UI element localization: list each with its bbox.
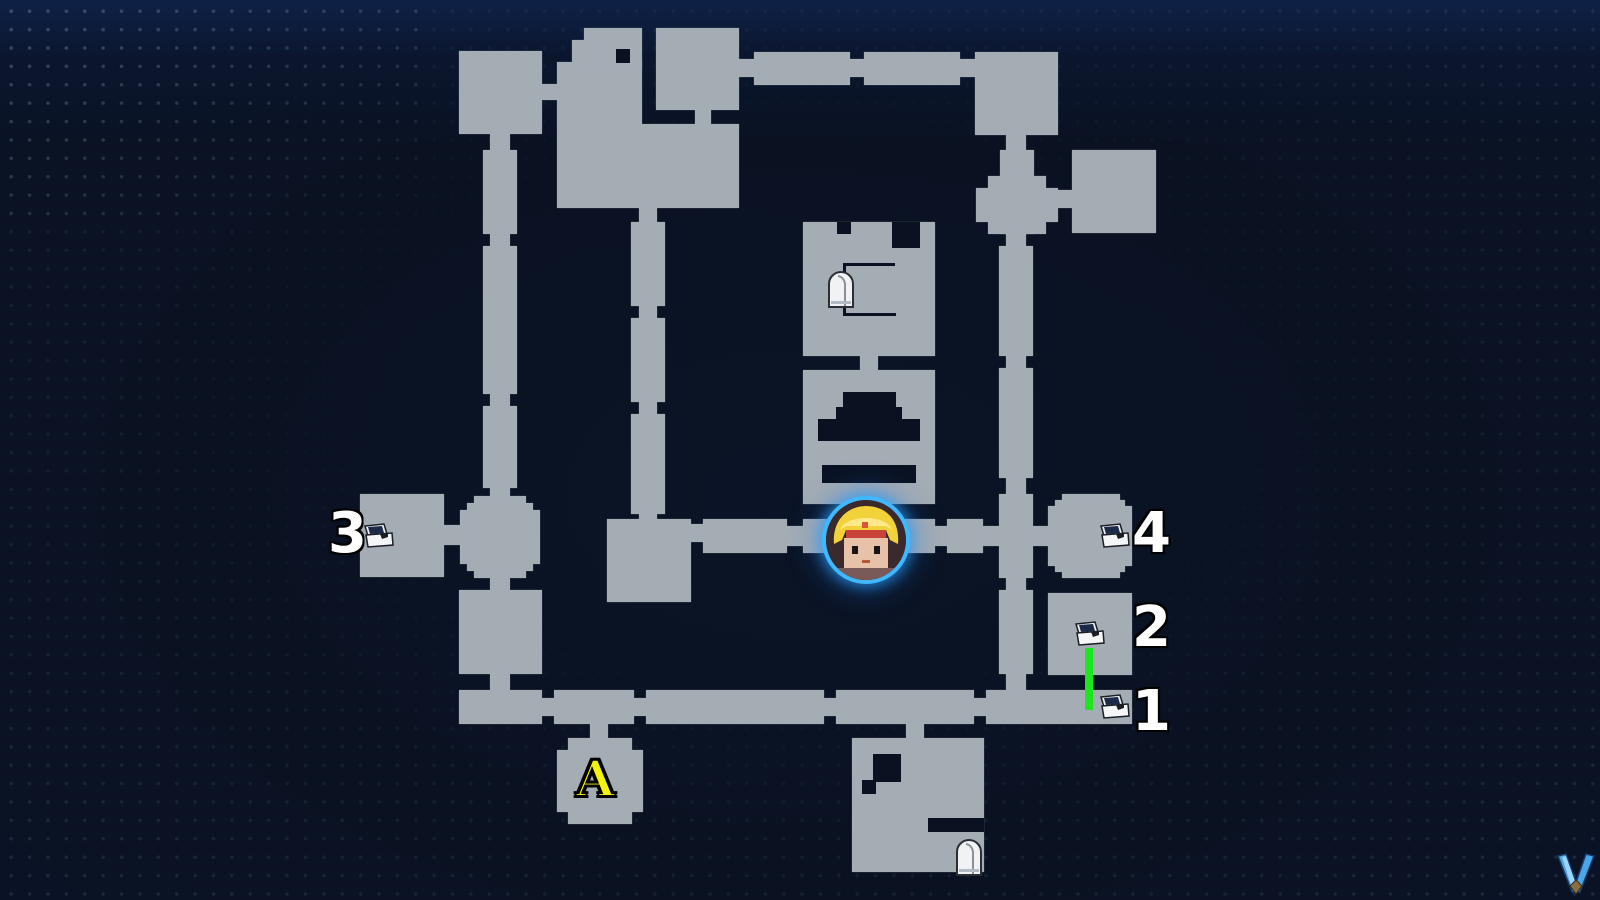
corridor (822, 698, 838, 716)
room-left-lower (459, 590, 542, 674)
treasure-chest-icon[interactable] (1098, 522, 1132, 548)
player-portrait-icon[interactable] (826, 500, 906, 580)
corridor (490, 672, 510, 690)
room-top-large (557, 62, 642, 208)
room-top-large (572, 40, 592, 70)
corridor-right-vertical (999, 590, 1033, 674)
background-dot-pattern-corner (0, 0, 420, 230)
pillar (616, 49, 630, 63)
corridor-left-vertical (483, 150, 517, 234)
corridor-bottom-horizontal (459, 690, 542, 724)
corridor (1031, 526, 1049, 546)
corridor (981, 526, 1001, 546)
corridor-top-horizontal (754, 52, 850, 85)
stairs (818, 419, 920, 441)
corridor (1006, 672, 1026, 692)
treasure-chest-icon[interactable] (1098, 693, 1132, 719)
room-center-left (607, 519, 691, 602)
corridor (1056, 190, 1072, 208)
player-face-icon (826, 500, 906, 580)
chest-label-3: 3 (328, 501, 367, 566)
corridor (695, 108, 711, 126)
room-top-right (975, 52, 1058, 135)
junction-left-middle (467, 503, 533, 571)
route-line (1085, 648, 1093, 710)
corridor (848, 59, 866, 77)
corridor (1006, 476, 1026, 496)
door-icon[interactable] (826, 270, 856, 308)
corridor (490, 576, 510, 592)
corridor (1006, 354, 1026, 370)
room-top-left (459, 51, 542, 134)
chest-label-2: 2 (1132, 595, 1171, 660)
inner-wall (928, 818, 984, 832)
corridor-right-vertical (999, 368, 1033, 478)
point-A-label: A (575, 749, 616, 808)
corridor-bottom-horizontal (646, 690, 824, 724)
treasure-chest-icon[interactable] (362, 522, 396, 548)
corridor (737, 59, 757, 77)
room-top-large (584, 28, 642, 68)
room-top-small (656, 28, 739, 110)
corridor-left-vertical (483, 406, 517, 488)
door-icon[interactable] (954, 838, 984, 876)
corridor-top-horizontal (864, 52, 960, 85)
junction-right-upper (988, 176, 1046, 234)
corridor-middle-horizontal (703, 519, 787, 553)
corridor-middle-horizontal (947, 519, 983, 553)
corridor (540, 698, 556, 716)
corridor (490, 392, 510, 408)
corridor-left-vertical (483, 246, 517, 394)
inner-wall (843, 263, 895, 266)
corridor (972, 698, 988, 716)
corridor-bottom-horizontal (836, 690, 974, 724)
pillar (873, 754, 901, 782)
room-top-large (640, 124, 739, 208)
corridor (639, 206, 657, 224)
stairs (822, 465, 916, 483)
corridor (689, 524, 705, 542)
corridor (639, 304, 657, 320)
corridor (933, 526, 949, 546)
corridor (906, 722, 924, 740)
wall-notch (892, 222, 920, 248)
corridor (1006, 133, 1026, 151)
corridor (785, 526, 805, 546)
corridor (442, 525, 460, 545)
corridor-right-vertical (999, 246, 1033, 356)
corridor (590, 722, 608, 740)
corridor (639, 400, 657, 416)
corridor-center-left-vertical (631, 414, 665, 514)
pillar (862, 780, 876, 794)
wall-notch (837, 222, 851, 234)
corridor-left-vertical (490, 132, 510, 152)
corridor (490, 232, 510, 248)
chest-label-1: 1 (1132, 679, 1171, 744)
corridor (1006, 576, 1026, 592)
room-far-right (1072, 150, 1156, 233)
room-point-A (557, 750, 643, 812)
corridor-center-left-vertical (631, 222, 665, 306)
corridor-bottom-horizontal (554, 690, 634, 724)
corridor (490, 486, 510, 498)
corridor (632, 698, 648, 716)
corridor (540, 84, 558, 100)
chest-label-4: 4 (1132, 501, 1171, 566)
inner-wall (843, 313, 896, 316)
treasure-chest-icon[interactable] (1073, 620, 1107, 646)
stairs (836, 407, 902, 419)
v-logo-icon (1556, 853, 1596, 895)
corridor (860, 354, 878, 372)
corridor (1006, 232, 1026, 248)
corridor-right-vertical (999, 494, 1033, 578)
corridor-center-left-vertical (631, 318, 665, 402)
corridor (958, 59, 976, 77)
